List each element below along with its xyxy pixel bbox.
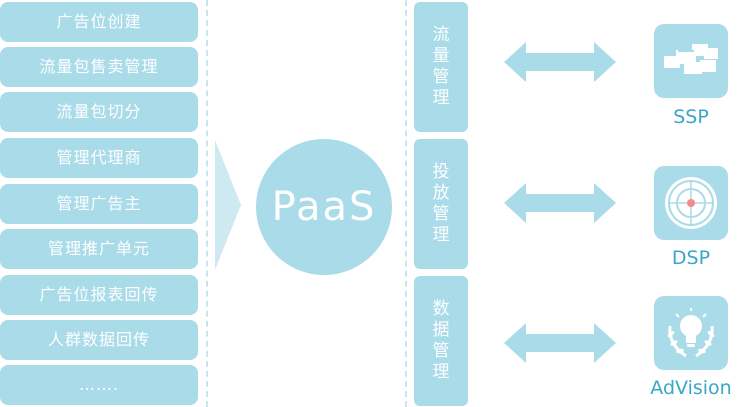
windows-icon <box>664 44 718 74</box>
dashed-divider <box>206 0 208 407</box>
feature-item: 广告位创建 <box>0 2 198 42</box>
double-arrow-icon <box>504 42 616 82</box>
feature-item: 广告位报表回传 <box>0 275 198 315</box>
feature-item: 流量包切分 <box>0 92 198 132</box>
lightbulb-laurel-icon <box>667 308 715 358</box>
feature-item: 人群数据回传 <box>0 320 198 360</box>
paas-circle: PaaS <box>256 139 392 275</box>
feature-item: 管理广告主 <box>0 184 198 224</box>
dsp-tile <box>654 166 728 240</box>
feature-item: ……. <box>0 365 198 405</box>
chevron-right-icon <box>215 140 241 270</box>
module-box: 投放管理 <box>414 139 468 269</box>
feature-item: 管理代理商 <box>0 138 198 178</box>
module-label: 投放管理 <box>432 162 450 245</box>
feature-item: 流量包售卖管理 <box>0 47 198 87</box>
platform-label: AdVision <box>650 377 732 399</box>
platform-label: SSP <box>673 106 709 128</box>
module-label: 数据管理 <box>432 299 450 382</box>
module-box: 数据管理 <box>414 276 468 406</box>
module-box: 流量管理 <box>414 2 468 132</box>
double-arrow-icon <box>504 183 616 223</box>
module-label: 流量管理 <box>432 25 450 108</box>
ssp-tile <box>654 24 728 98</box>
platform-label: DSP <box>671 247 711 269</box>
double-arrow-icon <box>504 323 616 363</box>
advision-tile <box>654 296 728 370</box>
dashed-divider <box>405 0 407 407</box>
feature-item: 管理推广单元 <box>0 229 198 269</box>
target-icon <box>665 177 717 229</box>
